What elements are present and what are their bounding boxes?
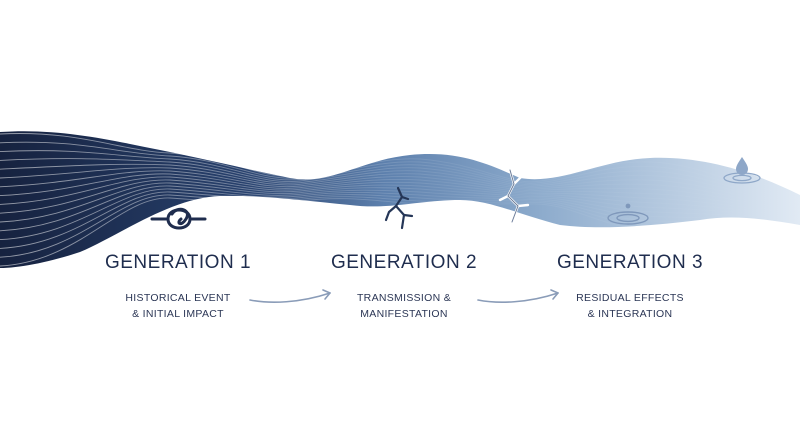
wave-strand — [0, 191, 800, 249]
wave-strand — [0, 167, 800, 206]
generation-1-title: GENERATION 1 — [104, 252, 252, 273]
droplet-icon — [723, 157, 761, 184]
arrow-right-icon — [249, 289, 331, 303]
wave-strand — [0, 194, 800, 258]
wave-strand — [0, 133, 800, 197]
wave-strand — [0, 173, 800, 210]
crack-icon — [384, 186, 414, 230]
generation-1-line-2: & INITIAL IMPACT — [132, 308, 224, 320]
generation-3-description: RESIDUAL EFFECTS & INTEGRATION — [530, 290, 730, 322]
wave-strands — [0, 133, 800, 267]
wave-strand — [0, 158, 800, 203]
arrow-right-icon — [477, 289, 559, 303]
wave-strand — [0, 170, 800, 208]
knot-icon — [150, 207, 207, 230]
generation-1-line-1: HISTORICAL EVENT — [125, 292, 231, 304]
wave-strand — [0, 141, 800, 199]
generation-1-description: HISTORICAL EVENT & INITIAL IMPACT — [78, 290, 278, 322]
wave-strand — [0, 150, 800, 201]
wave-strand — [0, 197, 800, 267]
wave-strand — [0, 176, 800, 212]
wave-strand — [0, 188, 800, 241]
wave-strand — [0, 163, 800, 204]
generation-2-title: GENERATION 2 — [330, 252, 478, 273]
generation-3-line-2: & INTEGRATION — [587, 308, 673, 320]
wave-strand — [0, 185, 800, 232]
generation-2-description: TRANSMISSION & MANIFESTATION — [304, 290, 504, 322]
wave-strand — [0, 179, 800, 214]
generation-2-line-2: MANIFESTATION — [360, 308, 448, 320]
generation-3-title: GENERATION 3 — [556, 252, 704, 273]
wave-strand — [0, 182, 800, 223]
water-ripple-icon — [607, 203, 649, 225]
generation-3-line-1: RESIDUAL EFFECTS — [576, 292, 684, 304]
generation-2-line-1: TRANSMISSION & — [356, 292, 452, 304]
